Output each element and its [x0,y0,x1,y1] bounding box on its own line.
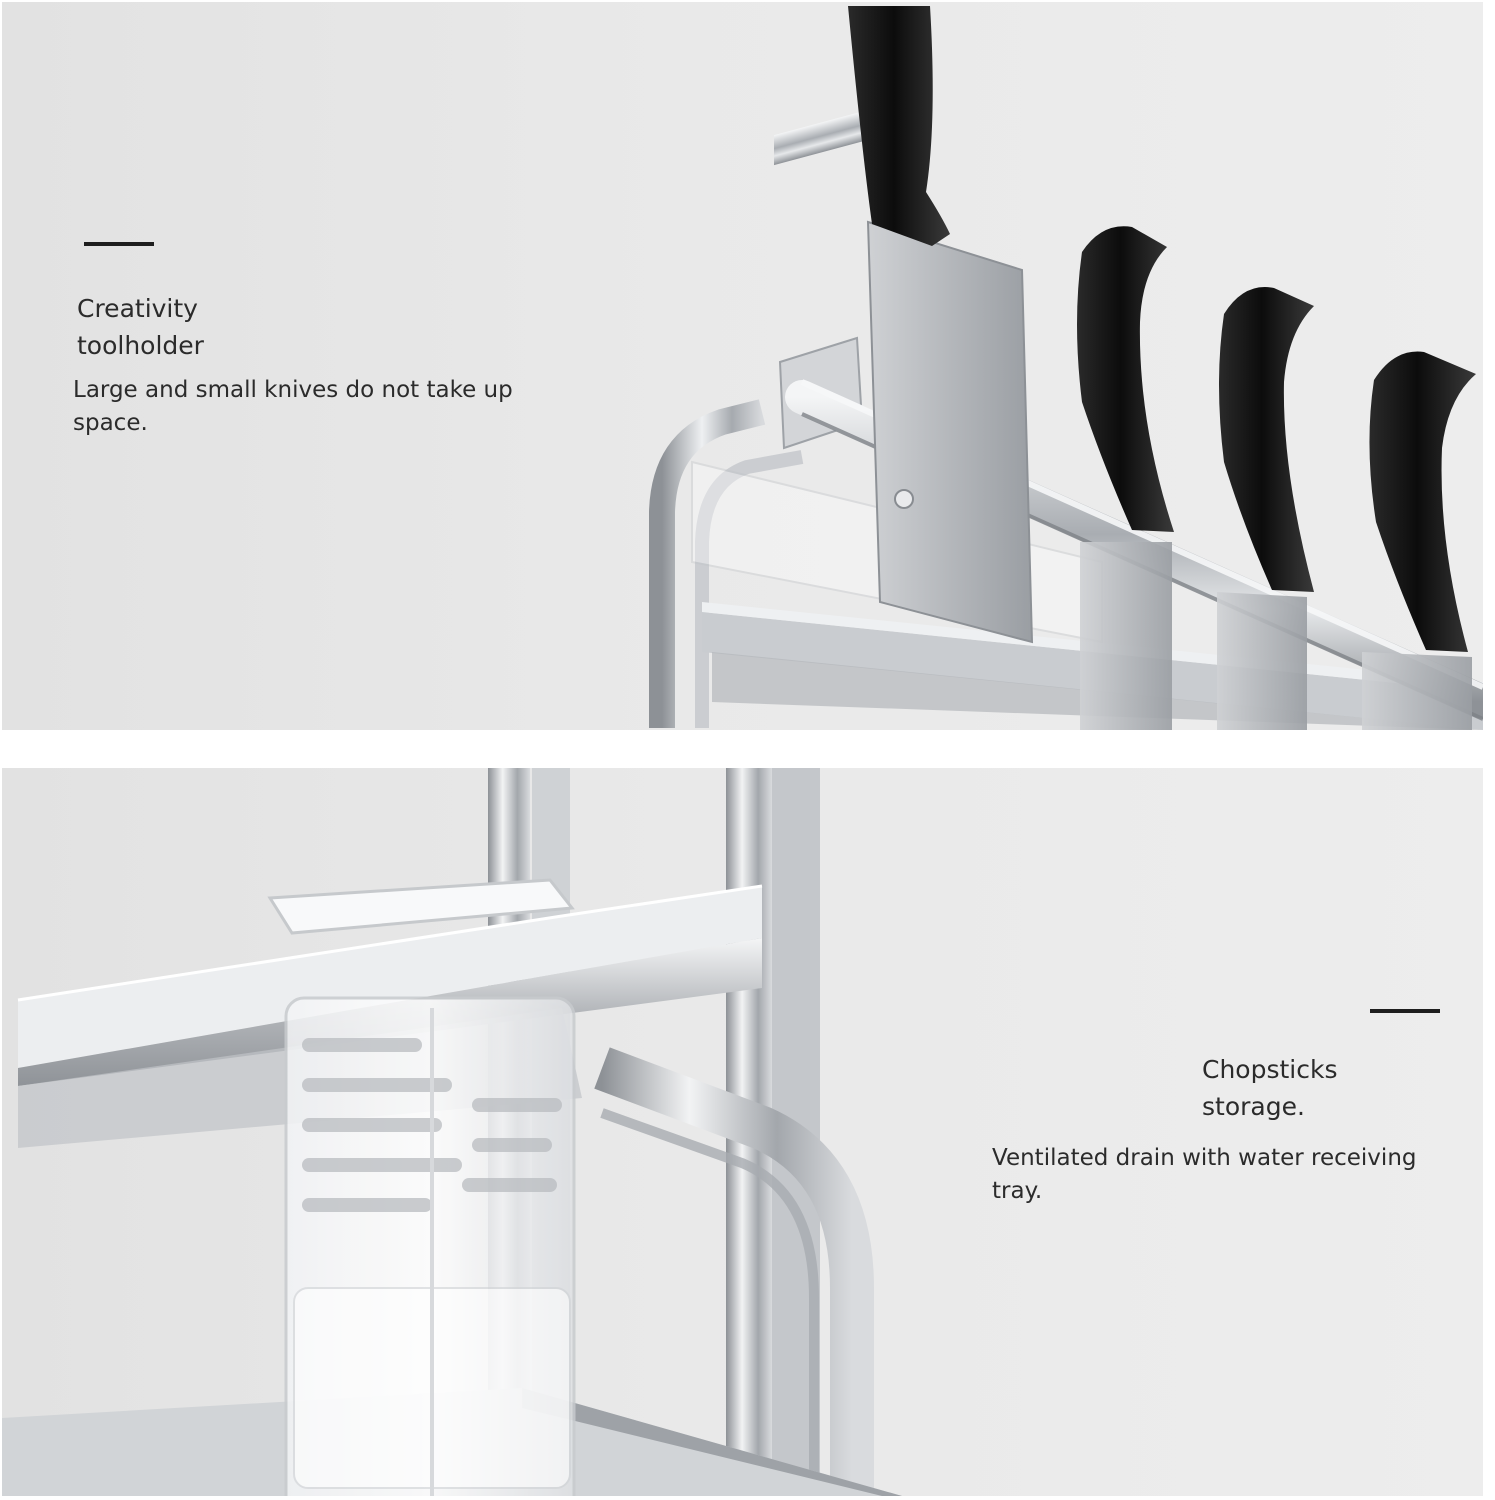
accent-bar [84,242,154,246]
knife-rack-illustration [649,6,1483,730]
knife-holder-panel: Creativity toolholder Large and small kn… [2,2,1483,730]
chopsticks-storage-panel: Chopsticks storage. Ventilated drain wit… [2,768,1483,1496]
feature-title-line: toolholder [77,331,204,360]
feature-description: Large and small knives do not take up sp… [73,374,513,440]
feature-title: Creativity toolholder [77,290,204,364]
feature-description-line: Ventilated drain with water receiving [992,1145,1417,1171]
feature-title-line: Chopsticks [1202,1055,1338,1084]
feature-title-line: storage. [1202,1092,1305,1121]
feature-title: Chopsticks storage. [1202,1051,1338,1125]
feature-title-line: Creativity [77,294,198,323]
feature-description-line: tray. [992,1178,1043,1204]
feature-description: Ventilated drain with water receiving tr… [992,1142,1417,1208]
feature-description-line: Large and small knives do not take up [73,377,513,403]
chopsticks-holder-illustration [2,768,902,1496]
feature-description-line: space. [73,410,148,436]
accent-bar [1370,1009,1440,1013]
